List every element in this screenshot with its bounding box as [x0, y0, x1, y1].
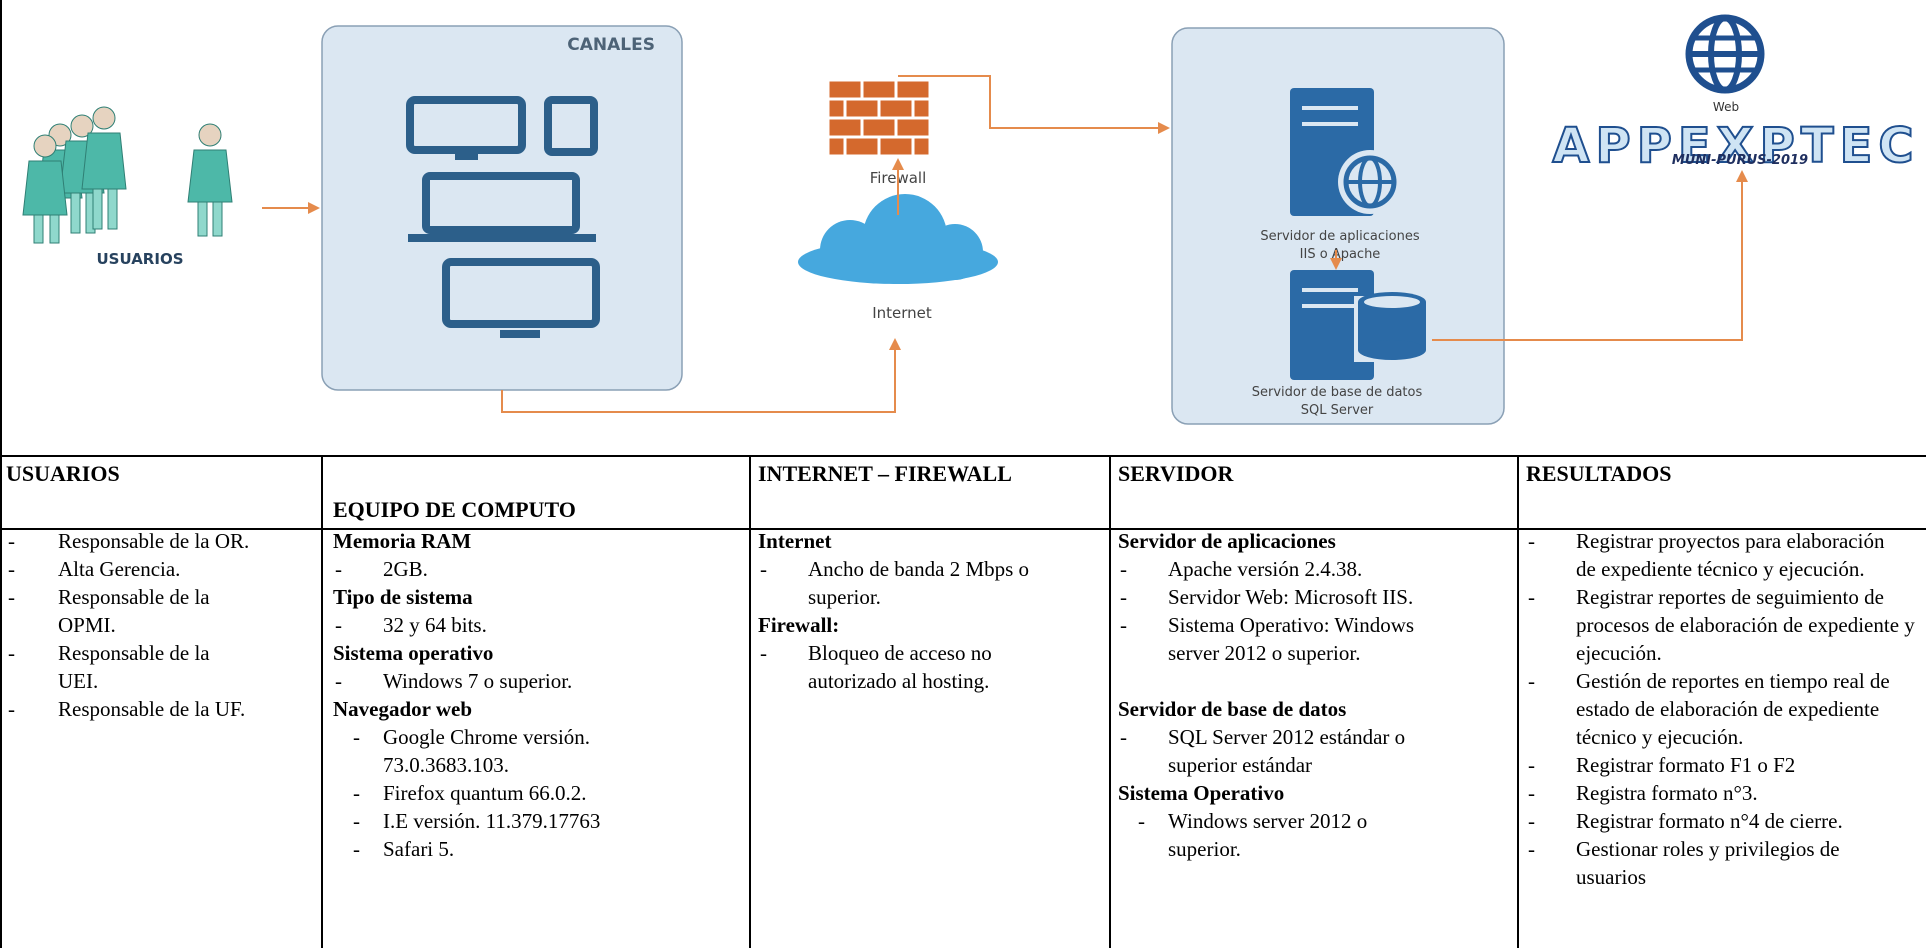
- col-divider: [321, 455, 323, 948]
- firewall-icon: [826, 78, 932, 158]
- list-item: -Ancho de banda 2 Mbps o superior.: [760, 557, 1030, 609]
- table-top-border: [0, 455, 1926, 457]
- list-item: -Servidor Web: Microsoft IIS.: [1120, 585, 1414, 609]
- diagram-canvas: USUARIOS CANALES Firewall Internet: [0, 0, 1919, 455]
- app-logo: APPEXPTEC: [1552, 118, 1919, 174]
- list-item: -Registrar formato n°4 de cierre.: [1528, 809, 1843, 833]
- arrow-db-web: [1432, 170, 1748, 341]
- list-item: -I.E versión. 11.379.17763: [353, 809, 601, 833]
- app-logo-subtitle: MUNI-PURUS-2019: [1672, 153, 1808, 168]
- col-divider: [749, 455, 751, 948]
- header-internet: INTERNET – FIREWALL: [758, 461, 1012, 486]
- col-divider: [1517, 455, 1519, 948]
- servidor-list: Servidor de aplicaciones -Apache versión…: [1118, 527, 1513, 863]
- db-server-label-1: Servidor de base de datos: [1252, 385, 1423, 400]
- list-item: -Google Chrome versión. 73.0.3683.103.: [353, 725, 591, 777]
- list-item: -Responsable de la UF.: [8, 697, 246, 721]
- db-server-icon: [1290, 270, 1430, 380]
- list-item: -Sistema Operativo: Windows server 2012 …: [1120, 613, 1415, 665]
- architecture-diagram: USUARIOS CANALES Firewall Internet: [0, 0, 1926, 455]
- list-item: -Responsable de la OR.: [8, 529, 250, 553]
- list-item: -Windows 7 o superior.: [335, 669, 573, 693]
- canales-label: CANALES: [567, 35, 655, 55]
- list-item: -Firefox quantum 66.0.2.: [353, 781, 587, 805]
- db-title: Servidor de base de datos: [1118, 697, 1347, 721]
- header-resultados: RESULTADOS: [1526, 461, 1672, 486]
- list-item: -Gestión de reportes en tiempo real de e…: [1528, 669, 1890, 749]
- list-item: -Safari 5.: [353, 837, 455, 861]
- list-item: -Registrar reportes de seguimiento de pr…: [1528, 585, 1915, 665]
- web-label: Web: [1713, 100, 1739, 114]
- requirements-table: USUARIOS EQUIPO DE COMPUTO INTERNET – FI…: [0, 455, 1926, 948]
- cloud-icon: [798, 194, 998, 284]
- list-item: -Bloqueo de acceso no autorizado al host…: [760, 641, 992, 693]
- app-server-icon: [1290, 88, 1402, 216]
- arrow-firewall-servers: [898, 75, 1170, 134]
- users-icon: [22, 106, 233, 244]
- equipo-list: Memoria RAM -2GB. Tipo de sistema -32 y …: [333, 527, 743, 863]
- list-item: -32 y 64 bits.: [335, 613, 487, 637]
- list-item: -Registrar proyectos para elaboración de…: [1528, 529, 1885, 581]
- header-servidor: SERVIDOR: [1118, 461, 1234, 486]
- list-item: -Registra formato n°3.: [1528, 781, 1758, 805]
- list-item: -Responsable de la OPMI.: [8, 585, 210, 637]
- firewall-title: Firewall:: [758, 613, 840, 637]
- usuarios-diagram-label: USUARIOS: [97, 250, 184, 268]
- devices-icon: [406, 96, 600, 338]
- tipo-title: Tipo de sistema: [333, 585, 473, 609]
- spacer: [1118, 667, 1513, 695]
- internet-list: Internet -Ancho de banda 2 Mbps o superi…: [758, 527, 1103, 695]
- header-equipo: EQUIPO DE COMPUTO: [333, 497, 576, 522]
- arrow-canales-internet: [501, 338, 901, 413]
- usuarios-list: -Responsable de la OR. -Alta Gerencia. -…: [6, 527, 316, 723]
- db-server-label-2: SQL Server: [1301, 403, 1374, 418]
- internet-label: Internet: [872, 304, 932, 322]
- col-divider: [1109, 455, 1111, 948]
- app-server-label-1: Servidor de aplicaciones: [1260, 229, 1419, 244]
- so-server-title: Sistema Operativo: [1118, 781, 1285, 805]
- list-item: -Registrar formato F1 o F2: [1528, 753, 1796, 777]
- list-item: -Gestionar roles y privilegios de usuari…: [1528, 837, 1840, 889]
- list-item: -Windows server 2012 o superior.: [1138, 809, 1368, 861]
- app-server-label-2: IIS o Apache: [1300, 247, 1381, 262]
- list-item: -Alta Gerencia.: [8, 557, 181, 581]
- ram-title: Memoria RAM: [333, 529, 472, 553]
- nav-title: Navegador web: [333, 697, 473, 721]
- apps-title: Servidor de aplicaciones: [1118, 529, 1336, 553]
- table-header-border: [0, 528, 1926, 530]
- col-divider: [0, 455, 2, 948]
- resultados-list: -Registrar proyectos para elaboración de…: [1526, 527, 1921, 891]
- list-item: -Responsable de la UEI.: [8, 641, 210, 693]
- list-item: -SQL Server 2012 estándar o superior est…: [1120, 725, 1406, 777]
- header-usuarios: USUARIOS: [6, 461, 120, 486]
- so-title: Sistema operativo: [333, 641, 494, 665]
- list-item: -Apache versión 2.4.38.: [1120, 557, 1363, 581]
- web-globe-icon: [1685, 14, 1765, 94]
- internet-title: Internet: [758, 529, 832, 553]
- list-item: -2GB.: [335, 557, 428, 581]
